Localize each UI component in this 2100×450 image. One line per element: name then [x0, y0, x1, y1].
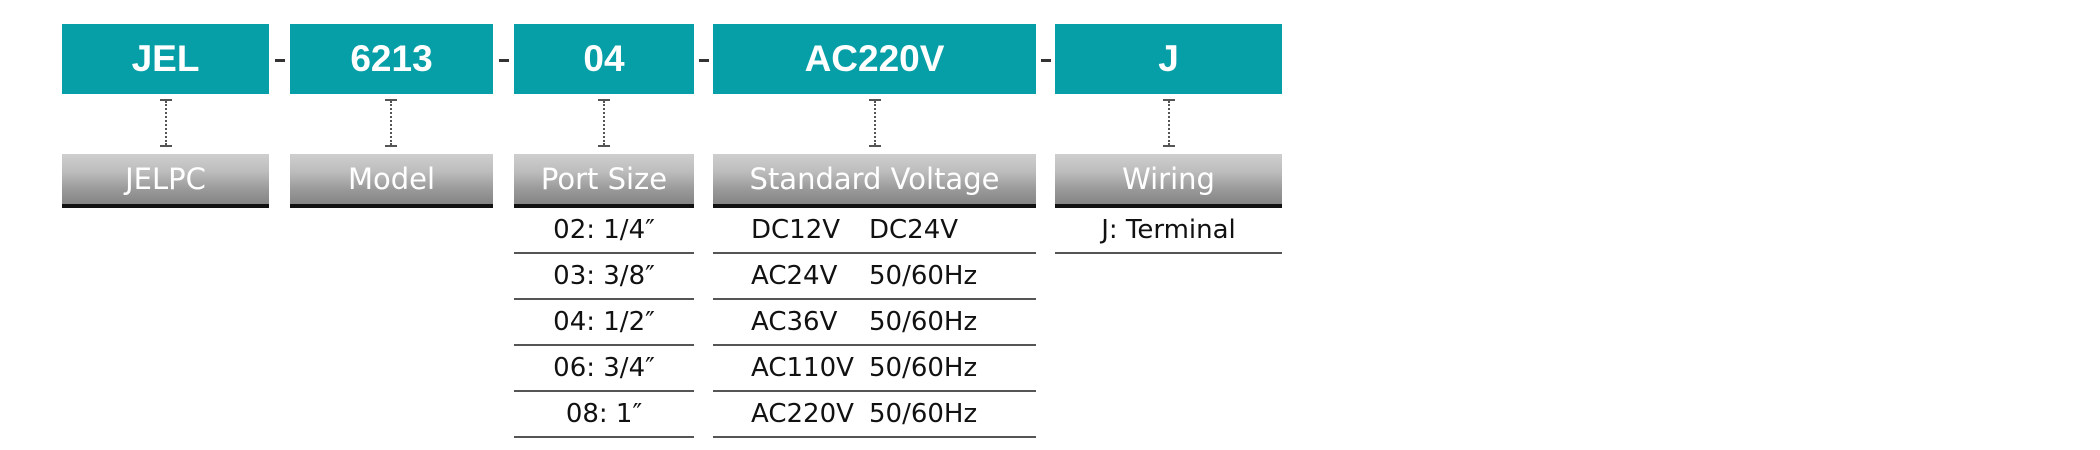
- connector-wiring: [1163, 99, 1175, 147]
- label-port-size: Port Size: [514, 154, 694, 208]
- connector-port-size: [598, 99, 610, 147]
- port-size-option-list: 02: 1/4″ 03: 3/8″ 04: 1/2″ 06: 3/4″ 08: …: [514, 208, 694, 438]
- label-model: Model: [290, 154, 493, 208]
- connector-jel: [160, 99, 172, 147]
- voltage-spec: 50/60Hz: [869, 353, 978, 383]
- voltage-option: AC220V 50/60Hz: [713, 392, 1036, 438]
- code-box-model: 6213: [290, 24, 493, 94]
- voltage-value: DC12V: [751, 215, 841, 245]
- separator-dash-1: [275, 59, 285, 62]
- wiring-option: J: Terminal: [1055, 208, 1282, 254]
- port-size-option: 06: 3/4″: [514, 346, 694, 392]
- port-size-option: 02: 1/4″: [514, 208, 694, 254]
- voltage-value: AC24V: [751, 261, 838, 291]
- code-box-jel: JEL: [62, 24, 269, 94]
- voltage-option: DC12V DC24V: [713, 208, 1036, 254]
- port-size-option: 04: 1/2″: [514, 300, 694, 346]
- code-box-wiring: J: [1055, 24, 1282, 94]
- separator-dash-2: [499, 59, 509, 62]
- voltage-spec: 50/60Hz: [869, 399, 978, 429]
- separator-dash-3: [699, 59, 709, 62]
- voltage-spec: DC24V: [869, 215, 959, 245]
- voltage-option: AC36V 50/60Hz: [713, 300, 1036, 346]
- label-jelpc: JELPC: [62, 154, 269, 208]
- voltage-spec: 50/60Hz: [869, 261, 978, 291]
- voltage-option: AC110V 50/60Hz: [713, 346, 1036, 392]
- voltage-value: AC220V: [751, 399, 854, 429]
- voltage-option: AC24V 50/60Hz: [713, 254, 1036, 300]
- label-standard-voltage: Standard Voltage: [713, 154, 1036, 208]
- voltage-spec: 50/60Hz: [869, 307, 978, 337]
- port-size-option: 08: 1″: [514, 392, 694, 438]
- code-box-voltage: AC220V: [713, 24, 1036, 94]
- voltage-option-list: DC12V DC24V AC24V 50/60Hz AC36V 50/60Hz …: [713, 208, 1036, 438]
- connector-model: [385, 99, 397, 147]
- voltage-value: AC36V: [751, 307, 838, 337]
- port-size-option: 03: 3/8″: [514, 254, 694, 300]
- code-box-port-size: 04: [514, 24, 694, 94]
- voltage-value: AC110V: [751, 353, 854, 383]
- connector-voltage: [869, 99, 881, 147]
- label-wiring: Wiring: [1055, 154, 1282, 208]
- separator-dash-4: [1041, 59, 1051, 62]
- wiring-option-list: J: Terminal: [1055, 208, 1282, 254]
